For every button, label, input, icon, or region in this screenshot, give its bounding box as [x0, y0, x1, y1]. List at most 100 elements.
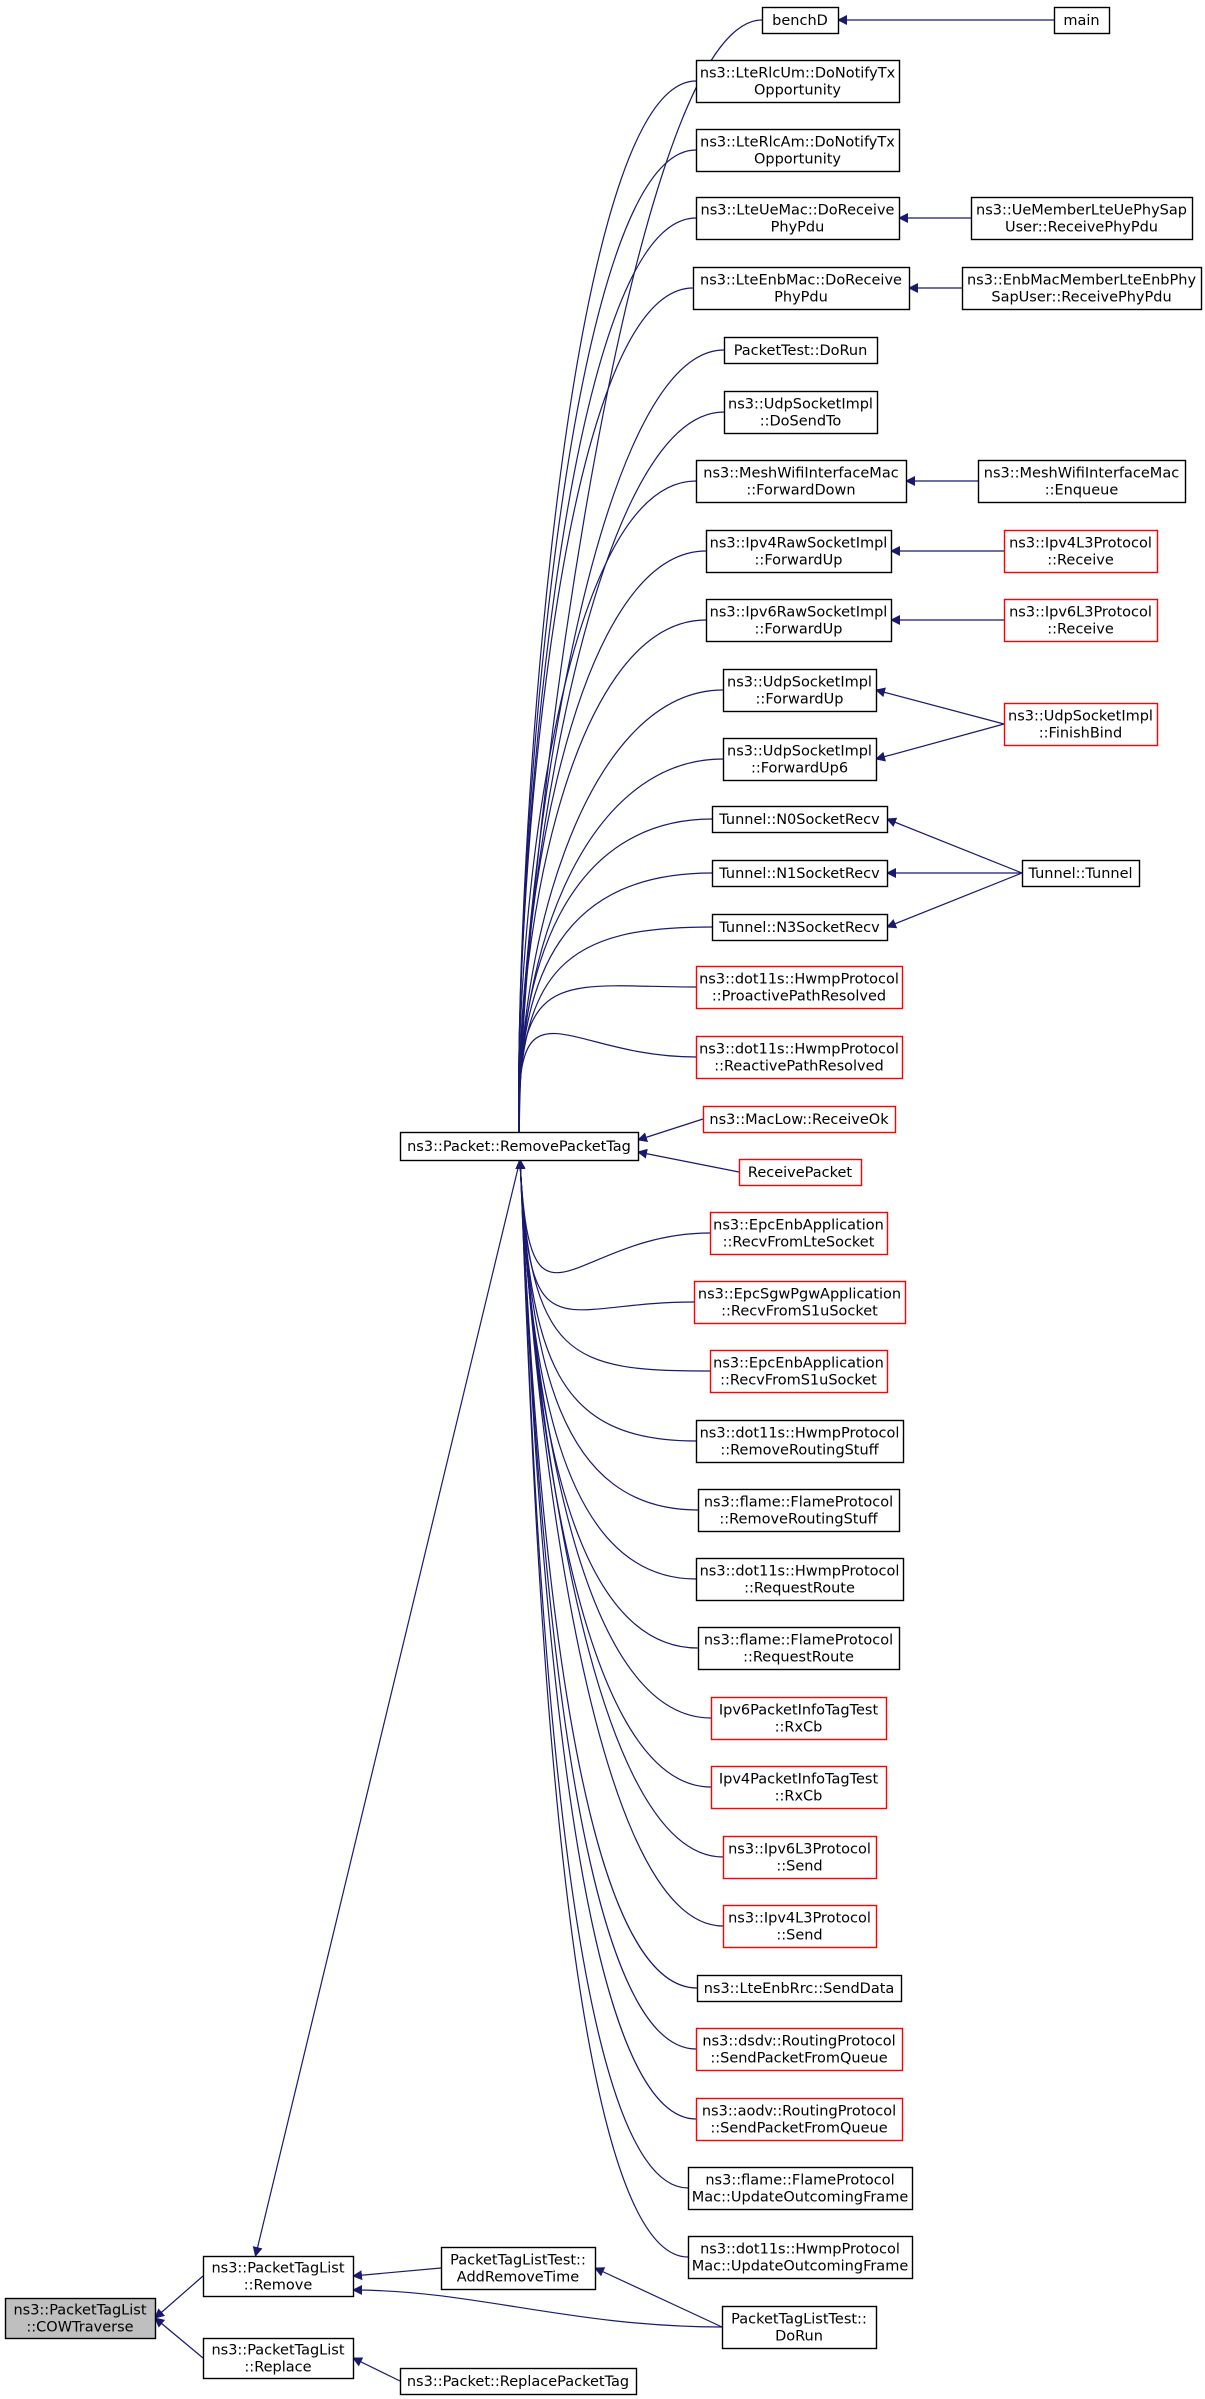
node-tunnel-n3[interactable]: Tunnel::N3SocketRecv [711, 913, 889, 942]
node-box [693, 1280, 907, 1325]
edge-hwmp-reactive-to-remove-packet-tag [514, 1032, 697, 1161]
node-tunnel-n0[interactable]: Tunnel::N0SocketRecv [711, 805, 889, 834]
node-box [697, 1626, 901, 1671]
node-packettest[interactable]: PacketTest::DoRun [723, 336, 879, 365]
node-label: PhyPdu [774, 290, 828, 306]
node-dsdv[interactable]: ns3::dsdv::RoutingProtocol::SendPacketFr… [695, 2027, 904, 2072]
node-flame-removerouting[interactable]: ns3::flame::FlameProtocol::RemoveRouting… [697, 1488, 901, 1533]
node-box [711, 805, 889, 834]
node-label: ::RxCb [775, 1720, 823, 1736]
node-box [202, 2337, 355, 2380]
node-ptl-replace[interactable]: ns3::PacketTagList::Replace [202, 2337, 355, 2380]
node-label: ::RxCb [775, 1789, 823, 1805]
node-udp-fwdup[interactable]: ns3::UdpSocketImpl::ForwardUp [722, 668, 878, 713]
edge-flame-requestroute-to-remove-packet-tag [515, 1159, 699, 1649]
node-ipv4raw[interactable]: ns3::Ipv4RawSocketImpl::ForwardUp [705, 529, 893, 574]
node-udp-fwdup6[interactable]: ns3::UdpSocketImpl::ForwardUp6 [722, 737, 878, 782]
node-label: benchD [772, 13, 828, 29]
node-label: ::RequestRoute [743, 1650, 854, 1666]
node-replace-packet-tag[interactable]: ns3::Packet::ReplacePacketTag [399, 2367, 638, 2396]
node-label: ns3::Ipv6L3Protocol [728, 1842, 871, 1858]
node-label: ::RemoveRoutingStuff [720, 1443, 879, 1459]
edge-tunnel-n0-to-remove-packet-tag [514, 818, 713, 1161]
node-benchD[interactable]: benchD [761, 6, 840, 35]
node-receivepacket[interactable]: ReceivePacket [738, 1158, 863, 1187]
node-label: PhyPdu [771, 220, 825, 236]
node-box [695, 128, 901, 173]
node-ipv6pktinfo[interactable]: Ipv6PacketInfoTagTest::RxCb [710, 1696, 888, 1741]
node-box [722, 1904, 878, 1949]
node-flame-requestroute[interactable]: ns3::flame::FlameProtocol::RequestRoute [697, 1626, 901, 1671]
node-hwmp-reactive[interactable]: ns3::dot11s::HwmpProtocol::ReactivePathR… [695, 1035, 904, 1080]
node-meshwifi-enqueue[interactable]: ns3::MeshWifiInterfaceMac::Enqueue [977, 459, 1187, 504]
node-box [977, 459, 1187, 504]
node-label: PacketTagListTest:: [450, 2253, 586, 2269]
node-label: ns3::dot11s::HwmpProtocol [700, 1564, 900, 1580]
node-label: ::FinishBind [1039, 726, 1122, 742]
node-udp-dosendto[interactable]: ns3::UdpSocketImpl::DoSendTo [723, 390, 879, 435]
node-main[interactable]: main [1053, 6, 1111, 35]
node-label: ::Send [776, 1928, 822, 1944]
node-ipv6l3-receive[interactable]: ns3::Ipv6L3Protocol::Receive [1003, 598, 1159, 643]
node-hwmp-proactive[interactable]: ns3::dot11s::HwmpProtocol::ProactivePath… [695, 965, 904, 1010]
node-tunnel-ctor[interactable]: Tunnel::Tunnel [1021, 859, 1141, 888]
node-remove-packet-tag[interactable]: ns3::Packet::RemovePacketTag [399, 1131, 640, 1162]
node-label: ReceivePacket [748, 1165, 853, 1181]
node-box [710, 1696, 888, 1741]
node-ptltest-addremovetime[interactable]: PacketTagListTest::AddRemoveTime [440, 2246, 597, 2291]
node-hwmp-removerouting[interactable]: ns3::dot11s::HwmpProtocol::RemoveRouting… [695, 1419, 905, 1464]
node-label: ns3::Ipv4RawSocketImpl [710, 536, 888, 552]
node-ipv6raw[interactable]: ns3::Ipv6RawSocketImpl::ForwardUp [705, 598, 893, 643]
node-label: ns3::flame::FlameProtocol [705, 2173, 894, 2189]
node-label: AddRemoveTime [457, 2270, 579, 2286]
node-epcenb-s1u[interactable]: ns3::EpcEnbApplication::RecvFromS1uSocke… [709, 1349, 889, 1394]
node-hwmp-requestroute[interactable]: ns3::dot11s::HwmpProtocol::RequestRoute [695, 1557, 905, 1602]
node-maclow[interactable]: ns3::MacLow::ReceiveOk [702, 1105, 897, 1134]
node-label: User::ReceivePhyPdu [1005, 220, 1158, 236]
node-label: ::ForwardDown [746, 483, 855, 499]
node-ptl-remove[interactable]: ns3::PacketTagList::Remove [202, 2255, 355, 2298]
node-box [4, 2297, 157, 2340]
node-label: ns3::PacketTagList [211, 2343, 344, 2359]
node-ipv6l3-send[interactable]: ns3::Ipv6L3Protocol::Send [722, 1835, 878, 1880]
node-flame-update[interactable]: ns3::flame::FlameProtocolMac::UpdateOutc… [687, 2166, 914, 2211]
edge-lteenbrrc-to-remove-packet-tag [515, 1159, 698, 1989]
node-cow[interactable]: ns3::PacketTagList::COWTraverse [4, 2297, 157, 2340]
node-enbmacmember[interactable]: ns3::EnbMacMemberLteEnbPhySapUser::Recei… [961, 266, 1203, 311]
edge-remove-packet-tag-to-ptl-remove [252, 1159, 521, 2257]
node-label: ns3::LteEnbMac::DoReceive [700, 273, 902, 289]
node-label: ::RequestRoute [744, 1581, 855, 1597]
node-label: ns3::EpcEnbApplication [713, 1218, 884, 1234]
node-ptltest-dorun[interactable]: PacketTagListTest::DoRun [721, 2305, 878, 2350]
edge-replace-packet-tag-to-ptl-replace [352, 2357, 401, 2382]
node-udp-finishbind[interactable]: ns3::UdpSocketImpl::FinishBind [1003, 702, 1159, 747]
node-ipv4l3-receive[interactable]: ns3::Ipv4L3Protocol::Receive [1003, 529, 1159, 574]
node-label: ::Receive [1047, 622, 1114, 638]
node-lteenbrrc[interactable]: ns3::LteEnbRrc::SendData [696, 1974, 903, 2003]
node-ipv4l3-send[interactable]: ns3::Ipv4L3Protocol::Send [722, 1904, 878, 1949]
node-label: ns3::LteRlcAm::DoNotifyTx [700, 135, 895, 151]
node-box [399, 1131, 640, 1162]
node-tunnel-n1[interactable]: Tunnel::N1SocketRecv [711, 859, 889, 888]
node-box [709, 1349, 889, 1394]
edge-tunnel-ctor-to-tunnel-n3 [886, 872, 1023, 929]
node-label: ::Send [776, 1859, 822, 1875]
node-uemember[interactable]: ns3::UeMemberLteUePhySapUser::ReceivePhy… [970, 196, 1194, 241]
node-label: ::ForwardUp [755, 553, 843, 569]
node-ipv4pktinfo[interactable]: Ipv4PacketInfoTagTest::RxCb [710, 1765, 888, 1810]
node-box [695, 1419, 905, 1464]
node-box [1021, 859, 1141, 888]
node-hwmp-update[interactable]: ns3::dot11s::HwmpProtocolMac::UpdateOutc… [687, 2235, 914, 2280]
node-label: ns3::MacLow::ReceiveOk [709, 1112, 889, 1128]
node-label: PacketTest::DoRun [734, 343, 868, 359]
node-label: ns3::flame::FlameProtocol [704, 1633, 893, 1649]
node-aodv[interactable]: ns3::aodv::RoutingProtocol::SendPacketFr… [695, 2097, 904, 2142]
node-epcsgw[interactable]: ns3::EpcSgwPgwApplication::RecvFromS1uSo… [693, 1280, 907, 1325]
node-epcenb-lte[interactable]: ns3::EpcEnbApplication::RecvFromLteSocke… [709, 1211, 889, 1256]
node-meshwifi-fwd[interactable]: ns3::MeshWifiInterfaceMac::ForwardDown [695, 459, 908, 504]
node-box [961, 266, 1203, 311]
